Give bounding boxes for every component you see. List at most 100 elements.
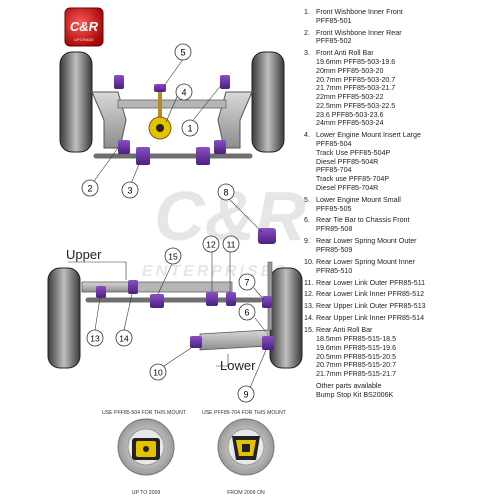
front-left-tyre — [59, 51, 93, 153]
bush-13 — [96, 286, 106, 298]
part-number: 15. — [304, 326, 314, 335]
bush-7 — [262, 296, 272, 308]
callout-9: 9 — [237, 385, 255, 403]
watermark-sub: ENTERPRISES — [142, 263, 288, 280]
svg-text:6: 6 — [244, 308, 249, 318]
svg-text:11: 11 — [227, 240, 236, 250]
part-line: Lower Engine Mount Small — [316, 195, 401, 204]
bush-2-left — [118, 140, 130, 154]
mount-comparison: USE PFF85-504 FOR THIS MOUNT USE PFF85-7… — [102, 410, 287, 496]
part-line: 21.7mm PFR85-515-21.7 — [316, 370, 397, 378]
part-line: PFF85-502 — [316, 37, 352, 46]
part-number: 6. — [304, 216, 310, 225]
part-line: PFF85-704 — [316, 166, 352, 175]
part-number: 13. — [304, 302, 314, 311]
part-line: Lower Engine Mount Insert Large — [316, 131, 421, 140]
upper-label: Upper — [66, 247, 102, 262]
part-line: 19.6mm PFF85-503-19.6 — [316, 58, 396, 67]
part-line: 18.5mm PFR85-515-18.5 — [316, 335, 397, 343]
part-line: Track use PFF85-704P — [316, 175, 390, 184]
footer-note: Other parts available Bump Stop Kit BS20… — [316, 382, 499, 400]
engine-mount-small — [154, 84, 166, 92]
part-14: 14.Rear Upper Link Inner PFR85-514 — [304, 314, 499, 323]
logo-text: C&R — [70, 19, 99, 34]
svg-text:4: 4 — [181, 88, 186, 98]
svg-text:10: 10 — [153, 368, 163, 378]
rear-right-tyre — [269, 267, 303, 369]
part-line: Rear Lower Link Inner PFR85-512 — [316, 290, 425, 299]
bush-12 — [206, 292, 218, 306]
rear-left-tyre — [47, 267, 81, 369]
svg-text:3: 3 — [127, 186, 132, 196]
bush-15 — [150, 294, 164, 308]
brand-logo: C&R UPGRADE — [64, 7, 104, 47]
mount-right-footer: FROM 2009 ON — [227, 490, 265, 496]
callout-14: 14 — [115, 329, 133, 347]
callout-circles: 5 4 1 2 3 8 12 11 15 13 14 7 6 10 9 — [81, 43, 256, 403]
part-line: Rear Upper Link Outer PFR85-513 — [316, 302, 426, 311]
part-line: 21.7mm PFF85-503-21.7 — [316, 84, 396, 93]
part-line: PFR85-510 — [316, 266, 353, 275]
bush-2-right — [214, 140, 226, 154]
part-line: 23.6 PFF85-503-23.6 — [316, 110, 384, 119]
callout-5: 5 — [174, 43, 192, 61]
part-line: 19.6mm PFR85-515-19.6 — [316, 343, 397, 352]
callout-4: 4 — [175, 83, 193, 101]
svg-text:12: 12 — [206, 240, 216, 250]
part-line: PFF85-501 — [316, 16, 352, 25]
svg-text:8: 8 — [223, 188, 228, 198]
callout-12: 12 — [202, 235, 220, 253]
svg-text:1: 1 — [187, 124, 192, 134]
part-line: Rear Upper Link Inner PFR85-514 — [316, 314, 425, 323]
callout-3: 3 — [121, 181, 139, 199]
bush-11 — [226, 292, 236, 306]
part-line: 20mm PFF85-503-20 — [316, 66, 384, 75]
part-line: Rear Tie Bar to Chassis Front — [316, 216, 410, 225]
part-line: PFR85-509 — [316, 245, 353, 254]
mount-left-title: USE PFF85-504 FOR THIS MOUNT — [102, 410, 187, 416]
part-line: 20.7mm PFF85-503-20.7 — [316, 75, 396, 84]
mount-right-title: USE PFF85-704 FOR THIS MOUNT — [202, 410, 287, 416]
callout-6: 6 — [238, 303, 256, 321]
part-line: 24mm PFF85-503-24 — [316, 119, 384, 128]
front-subframe — [117, 99, 227, 109]
part-line: Diesel PFF85-504R — [316, 157, 379, 166]
part-11: 11.Rear Lower Link Outer PFR85-511 — [304, 279, 499, 288]
callout-15: 15 — [164, 247, 182, 265]
svg-text:7: 7 — [244, 278, 249, 288]
bush-3-left — [136, 147, 150, 165]
part-line: PFF85-505 — [316, 204, 352, 213]
part-line: Front Anti Roll Bar — [316, 49, 374, 58]
part-line: Diesel PFF85-704R — [316, 183, 379, 192]
bush-1-left — [114, 75, 124, 89]
part-line: PFR85-508 — [316, 225, 353, 234]
part-line: Rear Lower Link Outer PFR85-511 — [316, 278, 426, 287]
footer-note-line: Bump Stop Kit BS2006K — [316, 390, 394, 399]
part-line: PFF85-504 — [316, 140, 352, 149]
part-number: 1. — [304, 8, 310, 16]
part-line: 20.7mm PFR85-515-20.7 — [316, 361, 397, 370]
part-line: Rear Lower Spring Mount Outer — [316, 237, 417, 246]
part-number: 14. — [304, 314, 314, 323]
callout-2: 2 — [81, 179, 99, 197]
part-3: 3. Front Anti Roll Bar 19.6mm PFF85-503-… — [304, 49, 499, 128]
mount-photo-up-to-2009 — [117, 418, 175, 476]
part-number: 10. — [304, 257, 314, 266]
part-13: 13.Rear Upper Link Outer PFR85-513 — [304, 302, 499, 311]
part-number: 5. — [304, 195, 310, 204]
part-line: Track Use PFF85-504P — [316, 148, 391, 157]
rear-axle — [47, 228, 303, 369]
part-4: 4. Lower Engine Mount Insert Large PFF85… — [304, 131, 499, 192]
callout-13: 13 — [86, 329, 104, 347]
bush-9 — [262, 336, 274, 350]
callout-1: 1 — [181, 119, 199, 137]
part-number: 2. — [304, 28, 310, 37]
